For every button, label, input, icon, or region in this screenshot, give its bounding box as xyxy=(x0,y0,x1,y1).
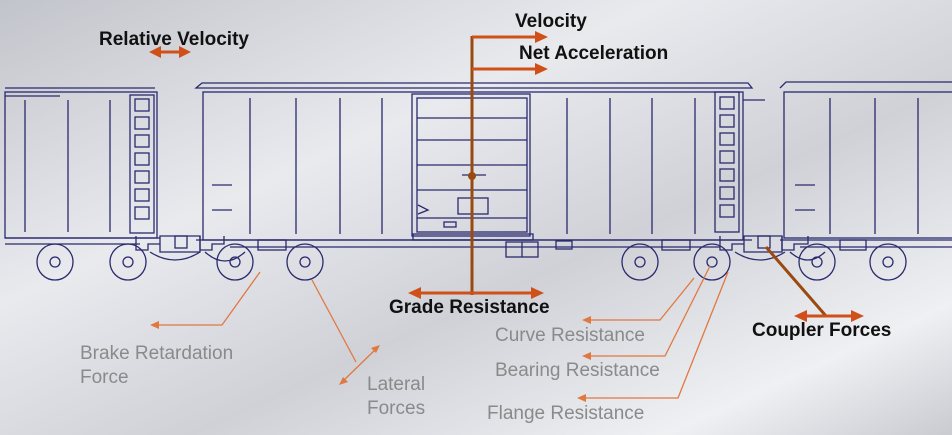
grade-resistance-arrow xyxy=(408,287,544,299)
brake-retardation-line-2: Force xyxy=(80,367,129,388)
coupler-forces-label: Coupler Forces xyxy=(752,320,892,341)
relative-velocity-label: Relative Velocity xyxy=(99,29,249,50)
velocity-arrow xyxy=(472,31,548,43)
train-outline xyxy=(4,81,952,281)
lateral-forces-line-1: Lateral xyxy=(367,374,426,395)
lateral-pointer xyxy=(311,279,380,385)
right-boxcar xyxy=(779,81,952,251)
velocity-label: Velocity xyxy=(515,11,587,32)
curve-resistance-label: Curve Resistance xyxy=(495,325,645,346)
wheels xyxy=(36,243,907,281)
brake-retardation-line-1: Brake Retardation xyxy=(80,343,234,364)
bearing-pointer xyxy=(582,265,711,360)
bearing-resistance-label: Bearing Resistance xyxy=(495,360,660,381)
coupler-forces-arrow xyxy=(764,246,864,322)
brake-pointer xyxy=(150,271,261,329)
left-boxcar xyxy=(4,87,160,245)
relative-velocity-arrow xyxy=(149,46,191,58)
lateral-forces-line-2: Forces xyxy=(367,398,426,419)
main-boxcar xyxy=(194,82,765,258)
grade-resistance-label: Grade Resistance xyxy=(389,297,550,318)
velocity-mast xyxy=(468,36,476,295)
net-acceleration-label: Net Acceleration xyxy=(519,43,669,64)
net-acceleration-arrow xyxy=(472,63,548,75)
curve-pointer xyxy=(582,277,695,324)
lateral-forces-label: Lateral Forces xyxy=(367,373,425,421)
pointer-lines xyxy=(150,265,729,402)
coupler-right xyxy=(719,235,826,261)
flange-pointer xyxy=(577,271,729,402)
brake-retardation-label: Brake Retardation Force xyxy=(80,342,233,390)
coupler-left xyxy=(135,235,246,262)
flange-resistance-label: Flange Resistance xyxy=(487,403,645,424)
